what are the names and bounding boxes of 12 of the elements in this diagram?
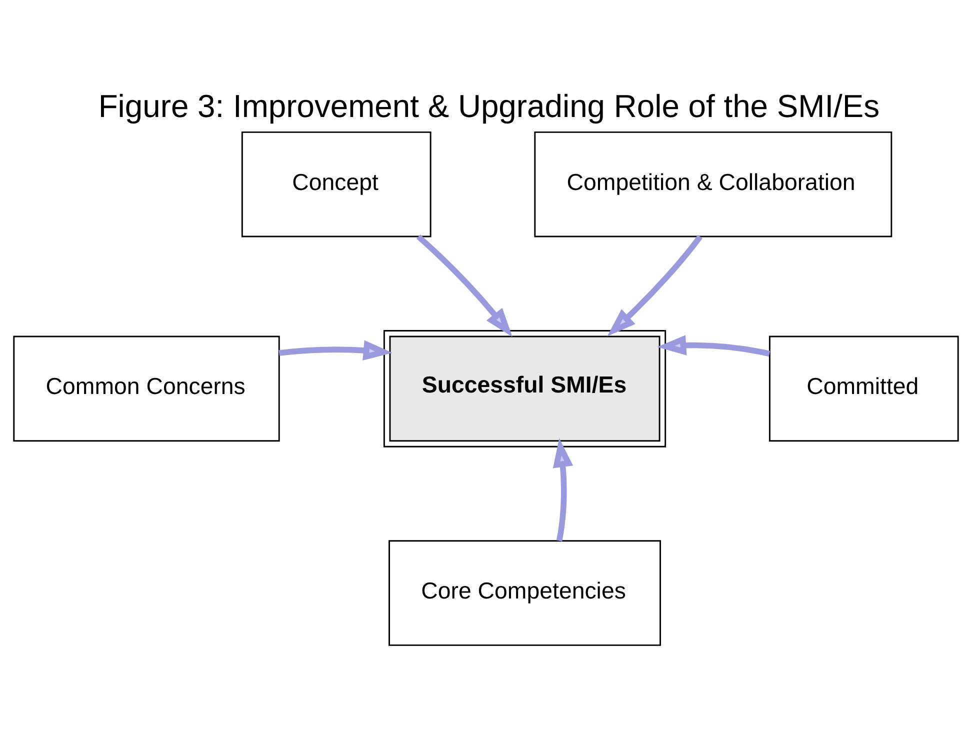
node-box: Successful SMI/Es xyxy=(383,330,666,448)
arrow xyxy=(416,234,512,337)
node-box: Common Concerns xyxy=(13,336,280,442)
arrow xyxy=(278,340,392,360)
arrow xyxy=(607,234,702,336)
node-box: Concept xyxy=(241,131,432,238)
node-box: Competition & Collaboration xyxy=(534,131,892,238)
node-box: Committed xyxy=(768,336,959,442)
arrow xyxy=(552,438,574,542)
diagram-title: Figure 3: Improvement & Upgrading Role of the SMI/Es xyxy=(98,88,880,124)
arrow xyxy=(657,335,770,357)
node-box: Core Competencies xyxy=(388,540,661,646)
